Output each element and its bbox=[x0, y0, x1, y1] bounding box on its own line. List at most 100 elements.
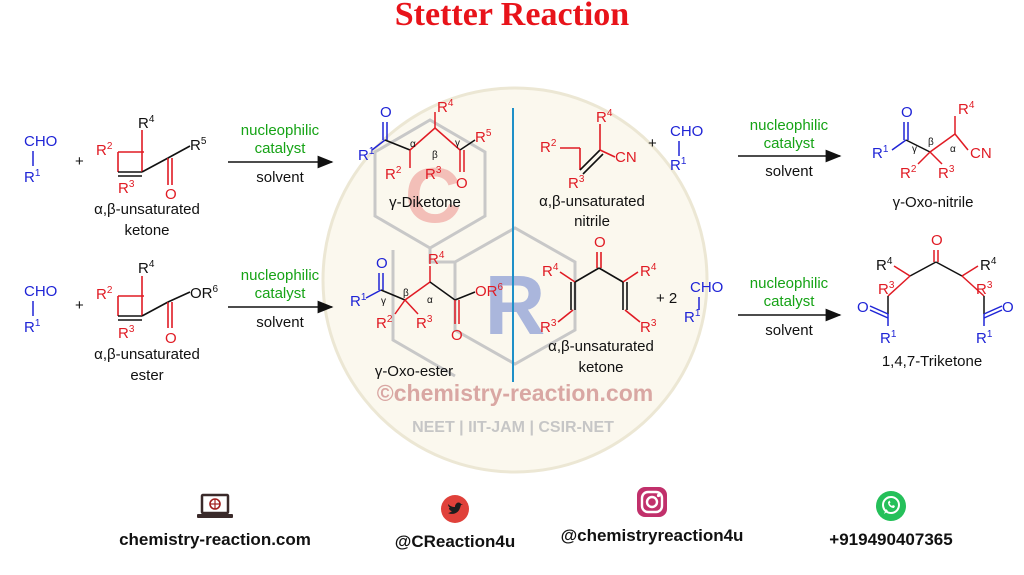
hexagon-left bbox=[373, 118, 487, 250]
footer-instagram[interactable]: @chemistryreaction4u bbox=[548, 486, 756, 546]
svg-text:catalyst: catalyst bbox=[255, 285, 307, 302]
reagent-name-3b: ester bbox=[130, 367, 163, 384]
watermark-subtitle: NEET | IIT-JAM | CSIR-NET bbox=[412, 419, 614, 436]
footer-whatsapp[interactable]: +919490407365 bbox=[796, 490, 986, 550]
svg-text:R1: R1 bbox=[24, 318, 41, 336]
svg-text:R3: R3 bbox=[976, 280, 993, 298]
svg-text:catalyst: catalyst bbox=[255, 140, 307, 157]
svg-text:R1: R1 bbox=[24, 168, 41, 186]
svg-text:R2: R2 bbox=[900, 164, 917, 182]
svg-text:solvent: solvent bbox=[765, 322, 813, 339]
enone-reagent: R4 R2 R3 O R5 bbox=[96, 114, 207, 203]
reagent-name-3a: α,β-unsaturated bbox=[94, 346, 200, 363]
reaction-arrow-2: nucleophilic catalyst solvent bbox=[738, 117, 842, 180]
page-title: Stetter Reaction bbox=[394, 0, 630, 33]
coefficient-two: + 2 bbox=[656, 290, 677, 307]
svg-text:CHO: CHO bbox=[670, 123, 703, 140]
footer-twitter[interactable]: @CReaction4u bbox=[360, 494, 550, 552]
hexagon-right bbox=[453, 226, 577, 366]
reagent-name-2b: nitrile bbox=[574, 213, 610, 230]
svg-text:β: β bbox=[432, 150, 438, 161]
svg-text:β: β bbox=[403, 288, 409, 299]
aldehyde-r1: CHO R1 bbox=[24, 133, 57, 186]
svg-text:CHO: CHO bbox=[690, 279, 723, 296]
svg-text:nucleophilic: nucleophilic bbox=[750, 275, 829, 292]
footer-website-label: chemistry-reaction.com bbox=[119, 530, 311, 549]
svg-text:R4: R4 bbox=[138, 114, 155, 132]
plus-sign: + bbox=[75, 297, 84, 314]
svg-text:nucleophilic: nucleophilic bbox=[241, 267, 320, 284]
footer-whatsapp-label: +919490407365 bbox=[829, 530, 953, 549]
reaction-arrow-3: nucleophilic catalyst solvent bbox=[228, 267, 334, 331]
svg-text:R4: R4 bbox=[876, 256, 893, 274]
reagent-name-1b: ketone bbox=[124, 222, 169, 239]
aldehyde-r3: CHO R1 bbox=[24, 283, 57, 336]
svg-text:α: α bbox=[427, 295, 433, 306]
svg-text:solvent: solvent bbox=[256, 169, 304, 186]
svg-text:solvent: solvent bbox=[765, 163, 813, 180]
svg-text:O: O bbox=[451, 327, 463, 344]
plus-sign: + bbox=[648, 135, 657, 152]
svg-text:CHO: CHO bbox=[24, 283, 57, 300]
acrylate-reagent: R4 R2 R3 O OR6 bbox=[96, 259, 219, 347]
svg-text:O: O bbox=[380, 104, 392, 121]
divinyl-ketone-reagent: O R4 R4 R3 R3 bbox=[540, 234, 657, 336]
svg-text:O: O bbox=[857, 299, 869, 316]
watermark-logo-c: C bbox=[405, 151, 461, 239]
instagram-icon bbox=[637, 487, 667, 517]
svg-text:O: O bbox=[165, 330, 177, 347]
svg-text:R3: R3 bbox=[878, 280, 895, 298]
product-name-1: γ-Diketone bbox=[389, 194, 461, 211]
svg-text:OR6: OR6 bbox=[475, 282, 504, 300]
svg-text:R1: R1 bbox=[872, 144, 889, 162]
reagent-name-2a: α,β-unsaturated bbox=[539, 193, 645, 210]
svg-text:catalyst: catalyst bbox=[764, 293, 816, 310]
svg-text:R3: R3 bbox=[118, 179, 135, 197]
svg-text:γ: γ bbox=[455, 138, 460, 149]
reagent-name-4a: α,β-unsaturated bbox=[548, 338, 654, 355]
twitter-icon bbox=[441, 495, 469, 523]
laptop-icon bbox=[197, 493, 233, 518]
whatsapp-icon bbox=[876, 491, 906, 521]
svg-text:nucleophilic: nucleophilic bbox=[241, 122, 320, 139]
watermark: C R ©chemistry-reaction.com NEET | IIT-J… bbox=[321, 86, 709, 474]
svg-text:catalyst: catalyst bbox=[764, 135, 816, 152]
svg-text:R2: R2 bbox=[96, 285, 113, 303]
svg-text:O: O bbox=[931, 232, 943, 249]
svg-text:R4: R4 bbox=[958, 100, 975, 118]
svg-text:O: O bbox=[165, 186, 177, 203]
footer-website[interactable]: chemistry-reaction.com bbox=[110, 492, 320, 550]
reaction-arrow-4: nucleophilic catalyst solvent bbox=[738, 275, 842, 339]
svg-text:CN: CN bbox=[970, 145, 992, 162]
svg-text:nucleophilic: nucleophilic bbox=[750, 117, 829, 134]
svg-text:R4: R4 bbox=[138, 259, 155, 277]
svg-text:O: O bbox=[376, 255, 388, 272]
svg-text:R5: R5 bbox=[190, 136, 207, 154]
svg-text:OR6: OR6 bbox=[190, 284, 219, 302]
svg-text:CN: CN bbox=[615, 149, 637, 166]
svg-text:O: O bbox=[456, 175, 468, 192]
svg-text:R1: R1 bbox=[670, 156, 687, 174]
triketone-product: O R4 R4 R3 R3 O O R1 R1 bbox=[857, 232, 1014, 347]
product-name-4: 1,4,7-Triketone bbox=[882, 353, 982, 370]
svg-text:O: O bbox=[594, 234, 606, 251]
footer-twitter-label: @CReaction4u bbox=[394, 532, 516, 551]
svg-text:α: α bbox=[950, 144, 956, 155]
oxonitrile-product: O R1 γ β α R4 CN R2 R3 bbox=[872, 100, 992, 182]
svg-text:R1: R1 bbox=[880, 329, 897, 347]
svg-text:R2: R2 bbox=[96, 141, 113, 159]
footer-instagram-label: @chemistryreaction4u bbox=[560, 526, 744, 545]
product-name-3: γ-Oxo-ester bbox=[375, 363, 453, 380]
svg-text:CHO: CHO bbox=[24, 133, 57, 150]
svg-text:R3: R3 bbox=[118, 324, 135, 342]
svg-text:γ: γ bbox=[381, 296, 386, 307]
reaction-arrow-1: nucleophilic catalyst solvent bbox=[228, 122, 334, 186]
aldehyde-r2: CHO R1 bbox=[670, 123, 703, 174]
svg-text:O: O bbox=[901, 104, 913, 121]
reagent-name-1a: α,β-unsaturated bbox=[94, 201, 200, 218]
reagent-name-4b: ketone bbox=[578, 359, 623, 376]
watermark-logo-r: R bbox=[485, 258, 546, 352]
watermark-copyright: ©chemistry-reaction.com bbox=[377, 380, 653, 406]
svg-text:R4: R4 bbox=[980, 256, 997, 274]
